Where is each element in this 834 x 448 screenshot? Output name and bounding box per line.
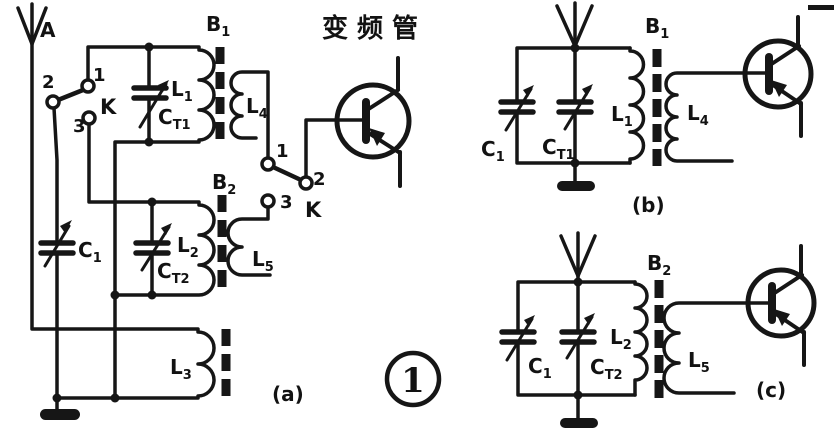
switch-k1 (45, 78, 97, 126)
transistor-icon-b (742, 15, 814, 138)
label-k1-pos2: 2 (42, 72, 55, 93)
label-l5-c: L5 (688, 348, 710, 376)
label-k2-pos1: 1 (276, 141, 289, 162)
capacitor-c1-b (498, 85, 536, 132)
section-b: B1 C1 CT1 L1 L4 (b) (481, 1, 814, 217)
label-b1-a: B1 (206, 12, 230, 40)
caption-c: (c) (756, 378, 786, 402)
coil-l4 (229, 70, 270, 160)
junction-dots (52, 42, 157, 403)
tank-rails-c (516, 280, 637, 397)
transistor-icon-c (745, 244, 817, 367)
coil-l1-b (628, 46, 646, 165)
coil-l5-c (662, 301, 771, 395)
antenna-icon (16, 6, 48, 46)
ground-icon-c (560, 418, 598, 428)
label-l2-c: L2 (610, 325, 632, 353)
label-l1-b: L1 (611, 102, 633, 130)
label-l3-a: L3 (170, 355, 192, 383)
coil-l1-tank (86, 45, 216, 400)
caption-a: (a) (272, 382, 304, 406)
label-ct2-c: CT2 (590, 355, 623, 383)
coil-l2-tank (87, 122, 216, 297)
label-converter-transistor: 变频管 (322, 13, 427, 44)
label-c1-a: C1 (78, 238, 102, 266)
antenna-icon-b (555, 4, 594, 48)
label-l2-a: L2 (177, 233, 199, 261)
trimmer-ct2 (133, 200, 172, 297)
label-k1-pos1: 1 (93, 65, 106, 86)
junction-dots-b (570, 43, 580, 168)
label-c1-b: C1 (481, 137, 505, 165)
label-k2-pos2: 2 (313, 169, 326, 190)
label-ct2-a: CT2 (157, 259, 190, 287)
label-l4-a: L4 (246, 94, 268, 122)
label-l1-a: L1 (171, 77, 193, 105)
label-k1-pos3: 3 (73, 116, 86, 137)
antenna-icon-c (559, 234, 597, 278)
junction-dots-c (573, 277, 583, 400)
label-c1-c: C1 (528, 354, 552, 382)
trimmer-ct1-b (556, 84, 594, 131)
capacitor-c1-c (499, 315, 537, 362)
coil-l4-b (664, 71, 768, 163)
coil-l5 (226, 205, 272, 277)
label-k2-pos3: 3 (280, 192, 293, 213)
label-l5-a: L5 (252, 247, 274, 275)
label-k2: K (305, 198, 322, 222)
trimmer-ct2-c (559, 313, 597, 360)
caption-b: (b) (632, 193, 665, 217)
trimmer-ct1 (131, 45, 169, 144)
ground-icon-b (557, 181, 595, 191)
scan-smudge (808, 5, 834, 10)
section-a: A 2 1 3 K C1 L1 CT1 B1 L4 B2 L2 CT2 L5 L… (16, 2, 427, 420)
switch-k2 (260, 118, 364, 209)
label-ct1-a: CT1 (158, 105, 191, 133)
antenna-lead-and-coil-l3 (30, 2, 216, 412)
label-l4-b: L4 (687, 101, 709, 129)
capacitor-c1 (38, 106, 76, 400)
label-b2-c: B2 (647, 251, 671, 279)
figure-number-badge: 1 (384, 350, 442, 408)
label-b2-a: B2 (212, 170, 236, 198)
label-ct1-b: CT1 (542, 135, 575, 163)
label-k1: K (100, 95, 117, 119)
label-antenna-a: A (40, 18, 56, 42)
label-b1-b: B1 (645, 14, 669, 42)
tank-rails-b (515, 46, 632, 165)
transistor-icon (334, 56, 412, 188)
figure-number: 1 (401, 361, 425, 401)
ground-icon (40, 409, 80, 420)
section-c: B2 C1 CT2 L2 L5 (c) (499, 231, 817, 428)
coil-l2-c (633, 280, 649, 397)
